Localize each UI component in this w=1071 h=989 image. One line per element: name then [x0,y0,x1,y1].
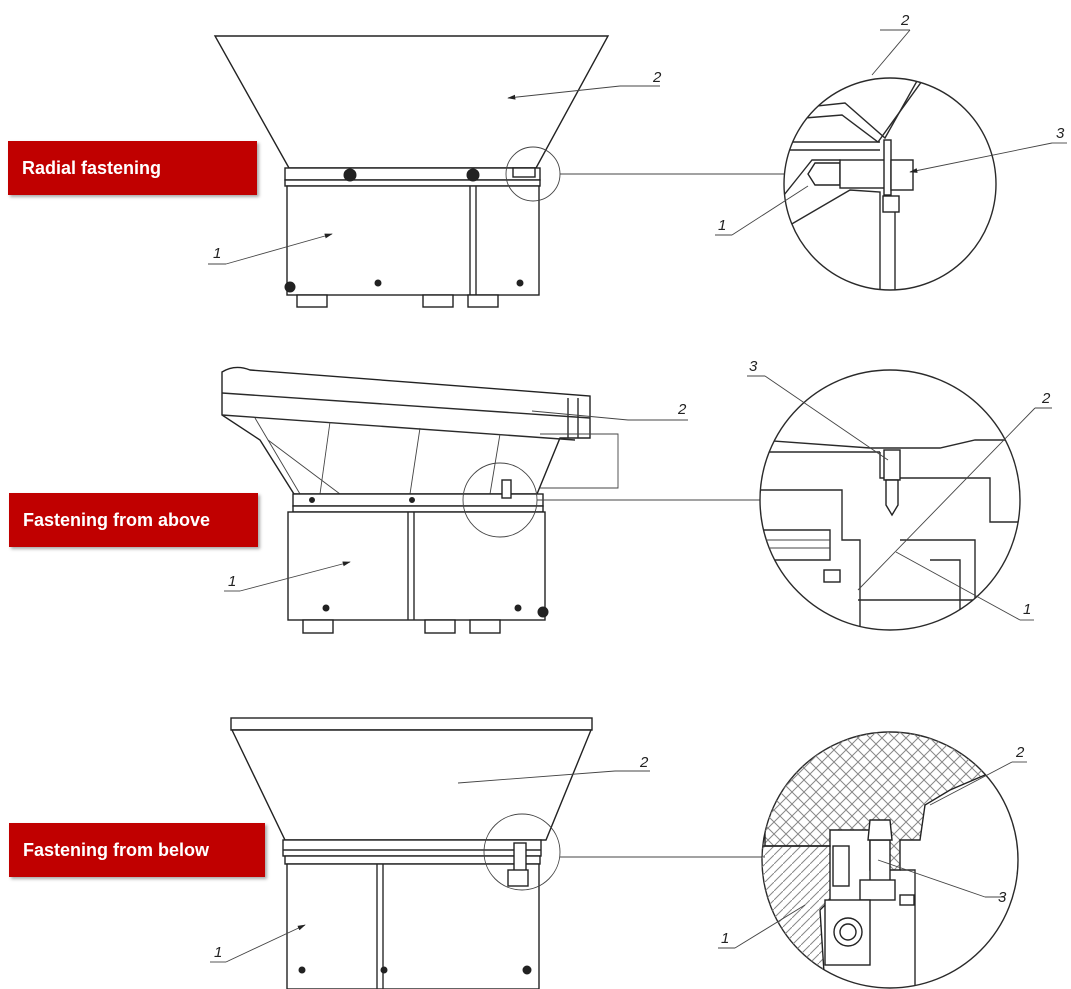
callout-number: 1 [718,217,726,234]
callout-number: 1 [721,930,729,947]
section-below-main-view [210,717,765,989]
section-above-detail-view [747,369,1052,631]
callout-number: 2 [900,12,910,29]
callout-number: 1 [214,944,222,961]
callout-number: 1 [228,573,236,590]
callout-number: 2 [1015,744,1025,761]
callout-number: 2 [652,69,662,86]
callout-number: 3 [998,889,1007,906]
section-below-detail-view [718,731,1027,989]
fastening-from-above-label: Fastening from above [9,493,258,547]
callout-number: 1 [213,245,221,262]
callout-number: 2 [639,754,649,771]
callout-number: 3 [749,358,758,375]
callout-number: 2 [1041,390,1051,407]
fastening-from-below-label: Fastening from below [9,823,265,877]
callout-number: 2 [677,401,687,418]
section-radial-detail-view [715,29,1067,291]
section-radial-main-view [208,35,785,308]
section-above-main-view [221,366,760,634]
callout-number: 3 [1056,125,1065,142]
radial-fastening-label: Radial fastening [8,141,257,195]
callout-number: 1 [1023,601,1031,618]
